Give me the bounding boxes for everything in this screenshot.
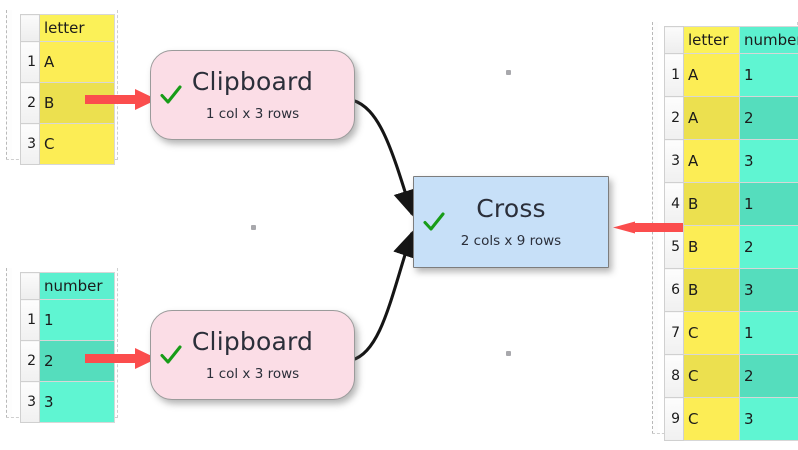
cross-output-grid[interactable]: letter number 1 A 1 2 A 2 3 A 3 4 B 1	[664, 26, 798, 441]
node-clipboard-bottom[interactable]: Clipboard 1 col x 3 rows	[150, 310, 355, 400]
row-header[interactable]: 3	[20, 123, 40, 165]
grid-dot	[506, 70, 511, 75]
panel-right-edge	[112, 10, 118, 160]
node-cross[interactable]: Cross 2 cols x 9 rows	[413, 176, 609, 268]
check-icon	[160, 85, 182, 104]
cell-letter[interactable]: A	[683, 96, 740, 140]
cell-letter[interactable]: B	[683, 182, 740, 226]
row-header[interactable]: 1	[664, 53, 684, 97]
table-row[interactable]: 6 B 3	[664, 268, 798, 312]
table-header-row: letter number	[664, 26, 798, 54]
cell-number-1[interactable]: 1	[39, 299, 115, 341]
column-header-letter[interactable]: letter	[683, 26, 740, 54]
cell-letter[interactable]: A	[683, 139, 740, 183]
check-icon	[160, 345, 182, 364]
node-subtitle: 2 cols x 9 rows	[460, 232, 562, 249]
table-row[interactable]: 1 A	[20, 41, 115, 83]
node-subtitle: 1 col x 3 rows	[205, 365, 300, 382]
cell-letter[interactable]: C	[683, 311, 740, 355]
table-row[interactable]: 7 C 1	[664, 311, 798, 355]
number-input-grid[interactable]: number 1 1 2 2 3 3	[20, 272, 115, 423]
row-header[interactable]: 8	[664, 354, 684, 398]
row-header[interactable]: 2	[664, 96, 684, 140]
table-row[interactable]: 5 B 2	[664, 225, 798, 269]
cell-number[interactable]: 2	[739, 225, 798, 269]
letter-input-grid[interactable]: letter 1 A 2 B 3 C	[20, 14, 115, 165]
row-header[interactable]: 2	[20, 340, 40, 382]
table-row[interactable]: 2 A 2	[664, 96, 798, 140]
table-row[interactable]: 1 A 1	[664, 53, 798, 97]
table-row[interactable]: 2 B	[20, 82, 115, 124]
number-input-table-panel[interactable]: number 1 1 2 2 3 3	[6, 268, 118, 423]
row-header[interactable]: 3	[20, 381, 40, 423]
node-subtitle: 1 col x 3 rows	[205, 105, 300, 122]
panel-left-edge	[652, 22, 658, 434]
link-clipboard-bottom-to-cross[interactable]	[351, 230, 416, 362]
row-header[interactable]: 1	[20, 41, 40, 83]
cell-letter[interactable]: A	[683, 53, 740, 97]
letter-input-table-panel[interactable]: letter 1 A 2 B 3 C	[6, 10, 118, 165]
cell-number[interactable]: 3	[739, 139, 798, 183]
cell-number-3[interactable]: 3	[39, 381, 115, 423]
table-row[interactable]: 3 A 3	[664, 139, 798, 183]
cell-number[interactable]: 1	[739, 53, 798, 97]
cell-letter[interactable]: C	[683, 397, 740, 441]
table-row[interactable]: 3 C	[20, 123, 115, 165]
table-row[interactable]: 4 B 1	[664, 182, 798, 226]
column-header-number[interactable]: number	[739, 26, 798, 54]
corner-cell	[664, 26, 684, 54]
node-title: Clipboard	[191, 66, 314, 96]
row-header[interactable]: 4	[664, 182, 684, 226]
table-row[interactable]: 3 3	[20, 381, 115, 423]
column-header-number[interactable]: number	[39, 272, 115, 300]
cell-number[interactable]: 2	[739, 96, 798, 140]
cell-number[interactable]: 2	[739, 354, 798, 398]
corner-cell	[20, 272, 40, 300]
row-header[interactable]: 2	[20, 82, 40, 124]
cell-letter-1[interactable]: A	[39, 41, 115, 83]
cell-letter[interactable]: C	[683, 354, 740, 398]
table-row[interactable]: 1 1	[20, 299, 115, 341]
cell-letter-3[interactable]: C	[39, 123, 115, 165]
cell-number[interactable]: 1	[739, 182, 798, 226]
panel-left-edge	[6, 268, 12, 418]
node-title: Clipboard	[191, 326, 314, 356]
row-header[interactable]: 9	[664, 397, 684, 441]
cell-number-2[interactable]: 2	[39, 340, 115, 382]
table-row[interactable]: 2 2	[20, 340, 115, 382]
column-header-letter[interactable]: letter	[39, 14, 115, 42]
cell-number[interactable]: 1	[739, 311, 798, 355]
table-header-row: letter	[20, 14, 115, 42]
table-row[interactable]: 8 C 2	[664, 354, 798, 398]
corner-cell	[20, 14, 40, 42]
cell-letter-2[interactable]: B	[39, 82, 115, 124]
cell-number[interactable]: 3	[739, 397, 798, 441]
cell-letter[interactable]: B	[683, 268, 740, 312]
link-clipboard-top-to-cross[interactable]	[351, 98, 417, 217]
check-icon	[423, 212, 445, 231]
row-header[interactable]: 5	[664, 225, 684, 269]
node-title: Cross	[476, 193, 546, 223]
panel-left-edge	[6, 10, 12, 160]
cross-output-table-panel[interactable]: letter number 1 A 1 2 A 2 3 A 3 4 B 1	[652, 22, 798, 441]
row-header[interactable]: 7	[664, 311, 684, 355]
node-clipboard-top[interactable]: Clipboard 1 col x 3 rows	[150, 50, 355, 140]
cell-letter[interactable]: B	[683, 225, 740, 269]
cell-number[interactable]: 3	[739, 268, 798, 312]
table-row[interactable]: 9 C 3	[664, 397, 798, 441]
row-header[interactable]: 6	[664, 268, 684, 312]
table-header-row: number	[20, 272, 115, 300]
row-header[interactable]: 3	[664, 139, 684, 183]
grid-dot	[251, 225, 256, 230]
row-header[interactable]: 1	[20, 299, 40, 341]
panel-right-edge	[112, 268, 118, 418]
grid-dot	[506, 351, 511, 356]
